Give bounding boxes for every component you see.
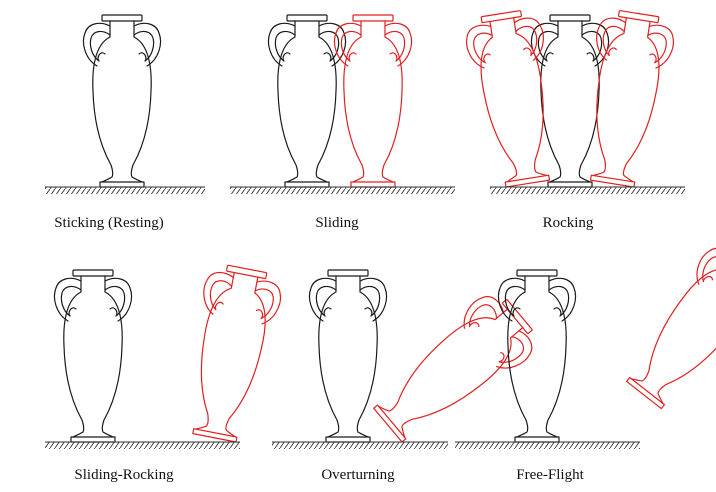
caption-free-flight: Free-Flight bbox=[440, 467, 660, 484]
caption-sliding-rocking: Sliding-Rocking bbox=[14, 467, 234, 484]
ground-overturning bbox=[272, 442, 448, 449]
amphora-free-flight-rest bbox=[499, 270, 576, 442]
amphora-sliding-rocking-rest bbox=[55, 270, 132, 442]
amphora-rocking-right-tilt bbox=[574, 8, 677, 190]
amphora-overturning-displaced bbox=[363, 285, 544, 455]
ground-rocking bbox=[490, 187, 685, 194]
amphora-rocking-left-tilt bbox=[463, 8, 566, 190]
ground-sliding-rocking bbox=[45, 442, 240, 449]
caption-overturning: Overturning bbox=[248, 467, 468, 484]
caption-rocking: Rocking bbox=[458, 215, 678, 232]
amphora-sticking-rest bbox=[84, 15, 161, 187]
ground-free-flight bbox=[455, 442, 640, 449]
ground-sliding bbox=[230, 187, 455, 194]
caption-sliding: Sliding bbox=[227, 215, 447, 232]
amphora-free-flight-displaced bbox=[614, 236, 716, 419]
ground-sticking bbox=[45, 187, 205, 194]
amphora-sliding-rocking-displaced bbox=[177, 262, 285, 446]
caption-sticking: Sticking (Resting) bbox=[0, 215, 219, 232]
amphora-overturning-rest bbox=[310, 270, 387, 442]
